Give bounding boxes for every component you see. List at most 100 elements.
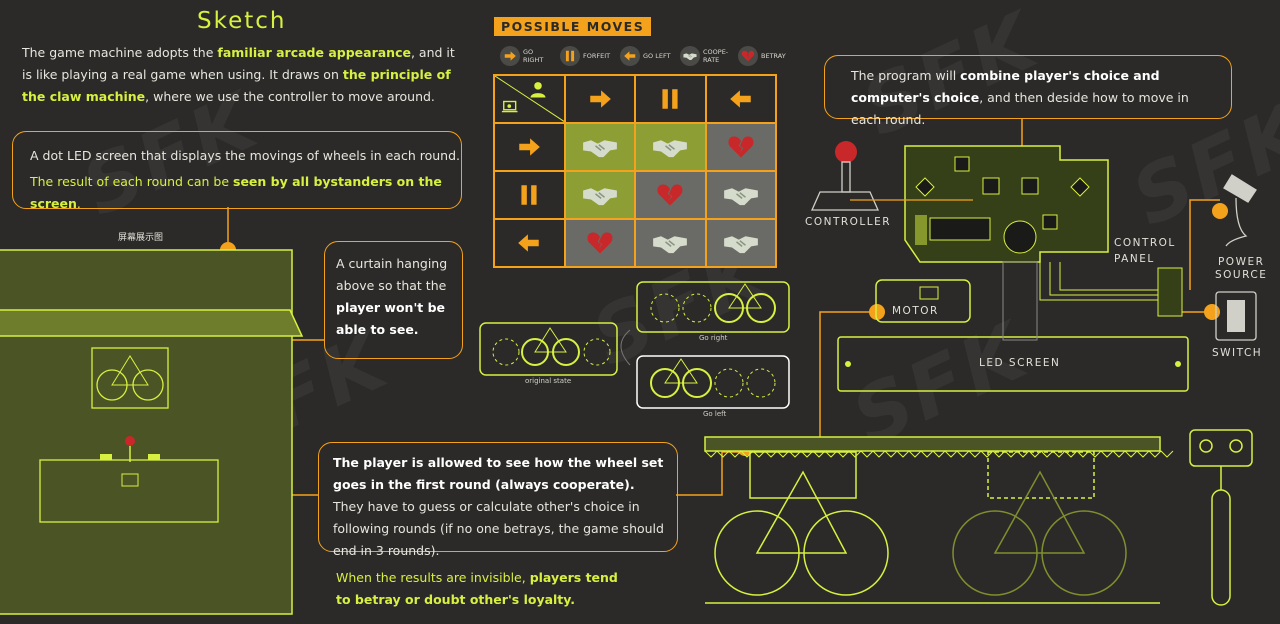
state-original-frame: [479, 322, 618, 376]
program-text: , and then deside how to move in each ro…: [851, 90, 1189, 127]
led-screen-label: LED SCREEN: [979, 357, 1061, 369]
mini-frame: [111, 355, 149, 386]
legend-item: BETRAY: [738, 46, 791, 66]
switch-label: SWITCH: [1212, 347, 1263, 359]
page-title: Sketch: [197, 8, 287, 34]
wheel: [650, 293, 680, 323]
key: [915, 177, 935, 197]
matrix-row-pause-icon: [495, 172, 564, 218]
intro-highlight: the principle of the claw machine: [22, 67, 451, 104]
broken-heart-icon: [738, 46, 758, 66]
curtain-ledge: [0, 309, 304, 337]
bolt: [1199, 439, 1213, 453]
legend-label: FORFEIT: [583, 52, 611, 60]
button: [100, 454, 112, 460]
matrix-row-arrow-right-icon: [495, 124, 564, 170]
screen-label: 屏幕展示图: [118, 233, 164, 243]
control-desk: [39, 459, 219, 523]
led-note-text-part: The result of each round can be: [30, 174, 233, 189]
legend-item: COOPE-RATE: [680, 46, 731, 66]
led-note-text: A dot LED screen that displays the movin…: [30, 145, 460, 215]
program-text: The program will: [851, 68, 961, 83]
motor-battery: [919, 286, 939, 300]
wheel: [583, 338, 611, 366]
chip: [954, 156, 970, 172]
wheel: [746, 368, 776, 398]
bike-frame: [755, 470, 848, 554]
program-highlight: combine player's choice and computer's c…: [851, 68, 1160, 105]
matrix-col-pause-icon: [636, 76, 705, 122]
led-note-line: A dot LED screen that displays the movin…: [30, 148, 460, 163]
dot: [1204, 304, 1220, 320]
led-note-box: [12, 131, 462, 209]
matrix-cell-handshake-icon: [565, 172, 634, 218]
program-note-text: The program will combine player's choice…: [851, 65, 1221, 131]
state-label-left: Go left: [703, 410, 727, 418]
intro-text: , where we use the controller to move ar…: [145, 89, 435, 104]
matrix-cell-broken-heart-icon: [706, 124, 775, 170]
plug-cable: [1225, 197, 1248, 247]
side-wheel: [1211, 489, 1231, 606]
invisible-text: When the results are invisible,: [336, 570, 530, 585]
power-source-label: POWER SOURCE: [1215, 256, 1268, 281]
moves-matrix: [493, 74, 777, 268]
led-note-highlight: seen by all bystanders on the screen: [30, 174, 442, 211]
led-rivet: [1175, 361, 1181, 367]
program-note-box: [824, 55, 1232, 119]
matrix-row-arrow-left-icon: [495, 220, 564, 266]
carriage-ghost: [987, 451, 1095, 499]
rail-teeth: [704, 450, 1174, 458]
first-round-highlight: The player is allowed to see how the whe…: [333, 455, 664, 492]
invisible-highlight: players tend to betray or doubt other's …: [336, 570, 618, 607]
wheel: [714, 368, 744, 398]
first-round-note-box: [318, 442, 678, 552]
key: [982, 177, 1000, 195]
first-round-text: They have to guess or calculate other's …: [333, 499, 664, 558]
intro-paragraph: The game machine adopts the familiar arc…: [22, 42, 462, 108]
matrix-col-arrow-right-icon: [565, 76, 634, 122]
first-round-note-text: The player is allowed to see how the whe…: [333, 452, 669, 562]
led-rivet: [845, 361, 851, 367]
key: [1021, 177, 1039, 195]
motor-label: MOTOR: [892, 305, 939, 317]
control-panel-board: [904, 145, 1183, 341]
control-panel-label: CONTROL PANEL: [1114, 237, 1176, 265]
joystick-ball: [125, 436, 135, 446]
matrix-cell-handshake-icon: [706, 220, 775, 266]
legend-label: GO LEFT: [643, 52, 671, 60]
dot: [1212, 203, 1228, 219]
pcb-strip: [915, 215, 927, 245]
carriage: [749, 451, 857, 499]
legend-label: BETRAY: [761, 52, 786, 60]
state-right-frame: [636, 281, 790, 333]
key: [1070, 177, 1090, 197]
wheel-states: [479, 281, 790, 409]
connector-motor: [819, 311, 877, 440]
wires: [1039, 262, 1176, 301]
arrow-left-icon: [620, 46, 640, 66]
wheel: [682, 293, 712, 323]
rail-assembly: [704, 429, 1253, 606]
pause-icon: [560, 46, 580, 66]
flow-arrow: [620, 329, 631, 366]
intro-text: The game machine adopts the: [22, 45, 218, 60]
dot: [869, 304, 885, 320]
handshake-icon: [680, 46, 700, 66]
matrix-cell-handshake-icon: [706, 172, 775, 218]
state-label-original: original state: [525, 377, 572, 385]
switch-box: [1215, 291, 1257, 341]
matrix-cell-handshake-icon: [636, 220, 705, 266]
controller-label: CONTROLLER: [805, 216, 892, 228]
legend-item: GO LEFT: [620, 46, 673, 66]
intro-highlight: familiar arcade appearance: [217, 45, 411, 60]
curtain-highlight: player won't be able to see.: [336, 300, 446, 337]
side-carriage: [1189, 429, 1253, 467]
button: [148, 454, 160, 460]
possible-moves-title: POSSIBLE MOVES: [494, 17, 652, 36]
led-screen-box: [837, 336, 1189, 392]
controller-joystick: [810, 141, 973, 211]
plug-head: [1223, 174, 1257, 203]
